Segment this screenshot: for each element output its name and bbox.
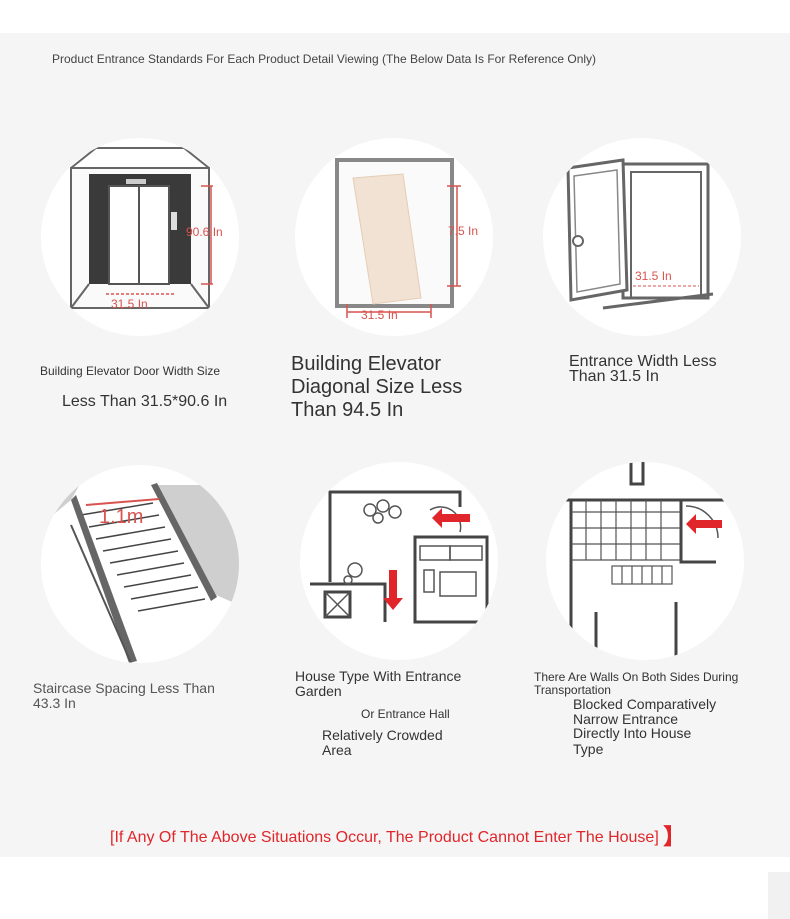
- item-note: Directly Into House Type: [573, 725, 692, 758]
- elevator-diagonal-icon: [335, 158, 461, 318]
- walls-floorplan-icon: [546, 462, 726, 660]
- item-note: Relatively Crowded Area: [322, 727, 443, 758]
- item-caption: House Type With Entrance Garden: [295, 668, 462, 699]
- item-caption: Building Elevator Diagonal Size Less Tha…: [291, 353, 463, 421]
- elevator-diagonal-illustration: 7.5 In 31.5 In: [295, 138, 493, 336]
- page-title: Product Entrance Standards For Each Prod…: [52, 52, 597, 66]
- item-caption: There Are Walls On Both Sides During Tra…: [534, 670, 739, 697]
- entrance-garden-floorplan-icon: [310, 490, 489, 624]
- corner-block: [768, 872, 790, 919]
- item-caption: Building Elevator Door Width Size: [40, 364, 221, 378]
- elevator-door-illustration: 90.6 In 31.5 In: [41, 138, 239, 336]
- elevator-door-icon: [70, 147, 213, 309]
- item-subcaption: Less Than 31.5*90.6 In: [62, 393, 228, 410]
- item-caption: Entrance Width Less Than 31.5 In: [569, 353, 717, 386]
- width-measure-label: 31.5 In: [635, 269, 672, 283]
- staircase-icon: [41, 465, 239, 663]
- entrance-door-icon: [566, 158, 714, 310]
- item-caption: Staircase Spacing Less Than 43.3 In: [33, 680, 215, 711]
- warning-message: [If Any Of The Above Situations Occur, T…: [110, 829, 659, 846]
- walls-entrance-illustration: [546, 462, 744, 660]
- height-measure-label: 7.5 In: [448, 224, 479, 238]
- warning-text: [If Any Of The Above Situations Occur, T…: [110, 817, 685, 849]
- staircase-illustration: 1.1m: [41, 465, 239, 663]
- width-measure-label: 31.5 In: [361, 308, 398, 322]
- spacing-measure-label: 1.1m: [99, 506, 144, 528]
- warning-bracket: 】: [663, 824, 686, 849]
- item-subcaption: Or Entrance Hall: [361, 707, 450, 721]
- width-measure-label: 31.5 In: [111, 297, 148, 311]
- entrance-door-illustration: 31.5 In: [543, 138, 741, 336]
- entrance-garden-illustration: [300, 462, 498, 660]
- height-measure-label: 90.6 In: [186, 225, 223, 239]
- item-subcaption: Blocked Comparatively Narrow Entrance: [573, 696, 717, 727]
